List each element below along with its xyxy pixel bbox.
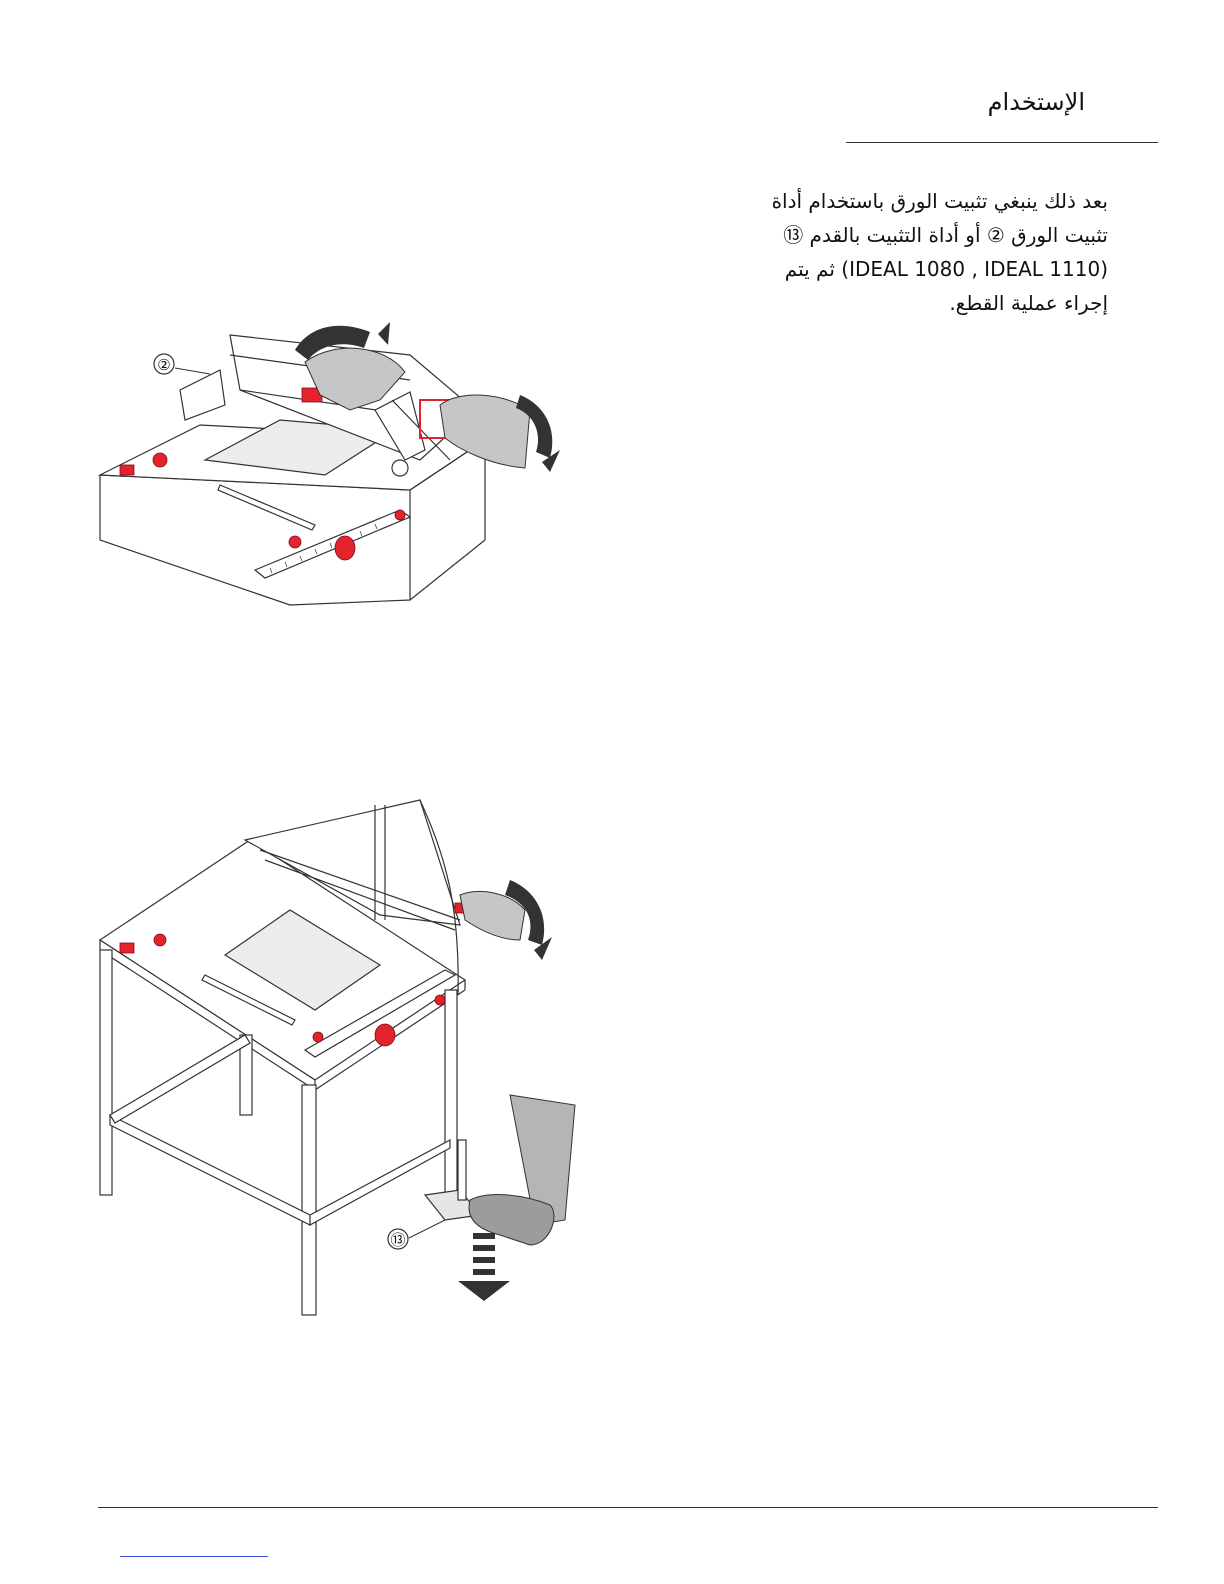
page-title: الإستخدام [880, 88, 1085, 116]
footer-link-underline [120, 1556, 268, 1557]
callout-label-bottom: ⑬ [390, 1231, 405, 1249]
footer-divider [98, 1507, 1158, 1508]
tabletop-cutter-illustration: ② [80, 300, 590, 620]
instruction-line-1: بعد ذلك ينبغي تثبيت الورق باستخدام أداة [700, 184, 1108, 218]
instruction-paragraph: بعد ذلك ينبغي تثبيت الورق باستخدام أداة … [700, 184, 1108, 320]
instruction-line-4: إجراء عملية القطع. [700, 286, 1108, 320]
instruction-line-3: (IDEAL 1080 , IDEAL 1110) ثم يتم [700, 252, 1108, 286]
instruction-line-2: تثبيت الورق ② أو أداة التثبيت بالقدم ⑬ [700, 218, 1108, 252]
callout-label-top: ② [157, 356, 170, 374]
title-divider [846, 142, 1158, 143]
standing-cutter-illustration: ⑬ [80, 795, 590, 1325]
